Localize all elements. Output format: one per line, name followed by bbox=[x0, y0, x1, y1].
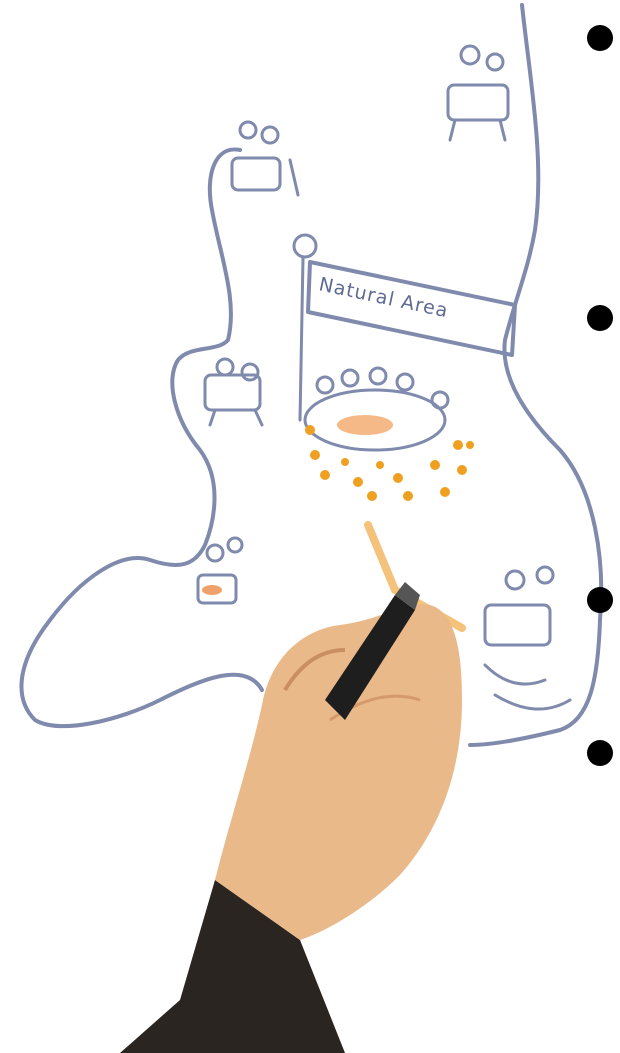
left-lobe-line bbox=[21, 149, 262, 726]
bullet-point bbox=[587, 305, 613, 331]
doodle-top-left bbox=[232, 122, 298, 195]
hand-with-marker bbox=[120, 582, 462, 1053]
bullet-point bbox=[587, 587, 613, 613]
doodle-lower-right bbox=[485, 567, 570, 709]
boundary-line bbox=[470, 5, 601, 745]
bullet-point bbox=[587, 740, 613, 766]
doodle-top-right bbox=[448, 46, 508, 140]
banner-label: Natural Area bbox=[317, 273, 451, 322]
hand bbox=[215, 604, 462, 940]
bullet-point bbox=[587, 25, 613, 51]
doodle-mid-left bbox=[205, 359, 262, 425]
doodle-group-table bbox=[305, 368, 448, 450]
orange-dots bbox=[305, 425, 474, 501]
